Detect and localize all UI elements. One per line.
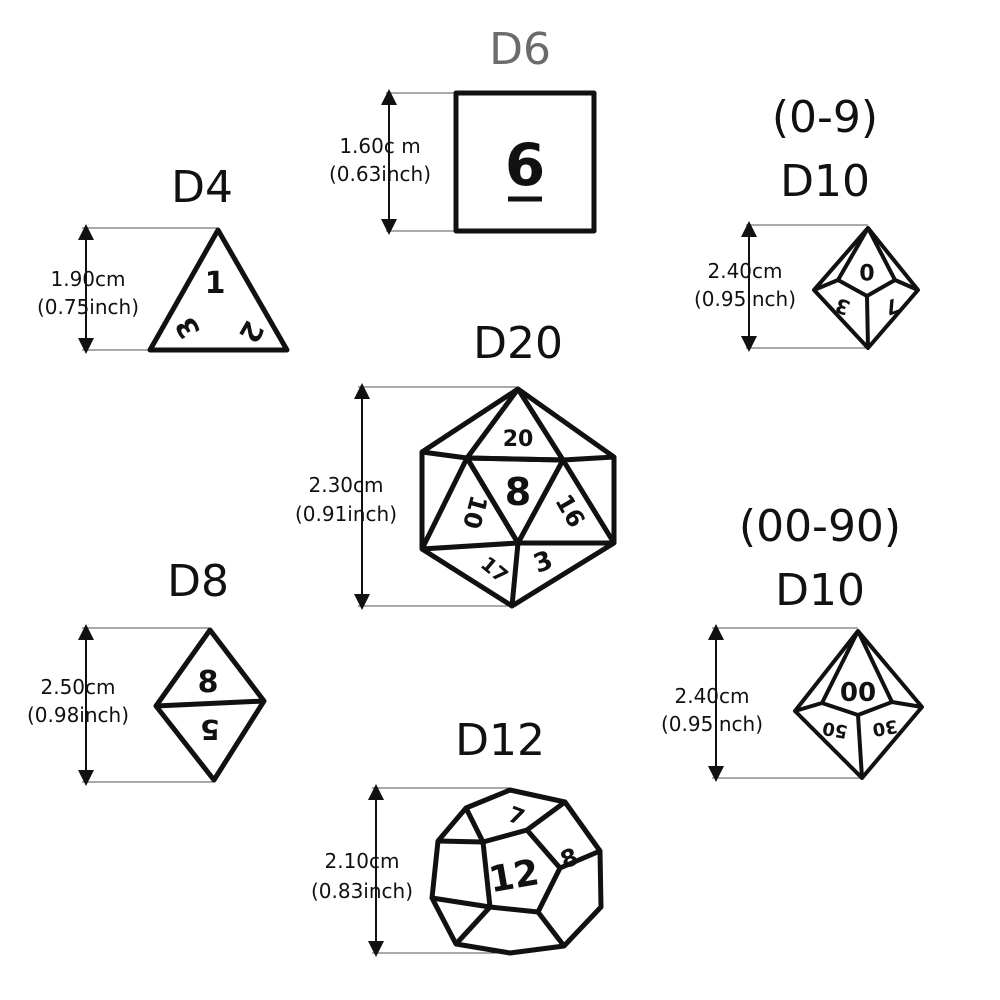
d12-size-inch: (0.83inch) [311, 879, 413, 903]
d4-die-outline [147, 227, 290, 353]
d10-tens-title: D10 [775, 565, 865, 616]
d4-group: D4 1.90cm (0.75inch) 1 3 2 [37, 162, 290, 354]
d8-size-cm: 2.50cm [40, 675, 115, 699]
d8-title: D8 [167, 556, 229, 607]
d10-single-title: D10 [780, 156, 870, 207]
d4-face-1: 1 [205, 266, 226, 301]
d20-size-cm: 2.30cm [308, 473, 383, 497]
d6-group: D6 1.60c m (0.63inch) 6 [329, 24, 597, 235]
d8-group: D8 2.50cm (0.98inch) 8 5 [27, 556, 267, 786]
d20-title: D20 [473, 318, 563, 369]
d10-single-face-3: 3 [832, 293, 853, 320]
d6-face-6: 6 [505, 131, 545, 199]
d20-face-20: 20 [503, 427, 534, 452]
d6-die-outline [453, 90, 597, 234]
d4-title: D4 [171, 162, 233, 213]
d6-title: D6 [489, 24, 551, 75]
d20-face-17: 17 [476, 551, 513, 587]
d10-single-die-outline [812, 226, 920, 350]
d20-size-inch: (0.91inch) [295, 502, 397, 526]
d10-tens-face-00: 00 [840, 675, 876, 705]
d6-size-cm: 1.60c m [339, 134, 420, 158]
d10-tens-group: (00-90) D10 2.40cm (0.95inch) 00 50 30 [661, 501, 924, 782]
d12-group: D12 2.10cm (0.83inch) 7 12 8 [311, 715, 604, 957]
d10-tens-face-50: 50 [821, 717, 849, 742]
d12-size-cm: 2.10cm [324, 849, 399, 873]
d20-face-10: 10 [457, 492, 493, 532]
d4-size-inch: (0.75inch) [37, 295, 139, 319]
d4-face-2: 2 [232, 315, 270, 348]
d4-face-3: 3 [169, 311, 207, 344]
d10-tens-size-inch: (0.95inch) [661, 712, 763, 736]
d10-single-range: (0-9) [772, 92, 878, 143]
d10-tens-face-30: 30 [871, 715, 899, 740]
d20-die-outline [419, 386, 617, 609]
d10-single-size-cm: 2.40cm [707, 259, 782, 283]
d8-face-8: 8 [198, 665, 219, 700]
d10-single-size-inch: (0.95inch) [694, 287, 796, 311]
d4-size-cm: 1.90cm [50, 267, 125, 291]
d20-group: D20 2.30cm (0.91inch) 20 8 10 16 17 3 [295, 318, 617, 610]
d8-size-inch: (0.98inch) [27, 703, 129, 727]
d10-single-group: (0-9) D10 2.40cm (0.95inch) 0 3 7 [694, 92, 920, 352]
d6-size-inch: (0.63inch) [329, 162, 431, 186]
d10-single-face-0: 0 [859, 258, 874, 283]
d12-face-12: 12 [486, 852, 542, 901]
d10-tens-size-cm: 2.40cm [674, 684, 749, 708]
d12-title: D12 [455, 715, 545, 766]
d8-die-outline [153, 627, 267, 783]
d20-face-8: 8 [505, 470, 531, 514]
d10-tens-range: (00-90) [739, 501, 901, 552]
d8-face-5: 5 [200, 713, 219, 746]
d10-tens-die-outline [793, 629, 924, 780]
d12-die-outline [429, 787, 604, 956]
d20-face-3: 3 [530, 545, 557, 579]
d10-single-face-7: 7 [882, 293, 903, 320]
d12-face-7: 7 [505, 803, 528, 832]
